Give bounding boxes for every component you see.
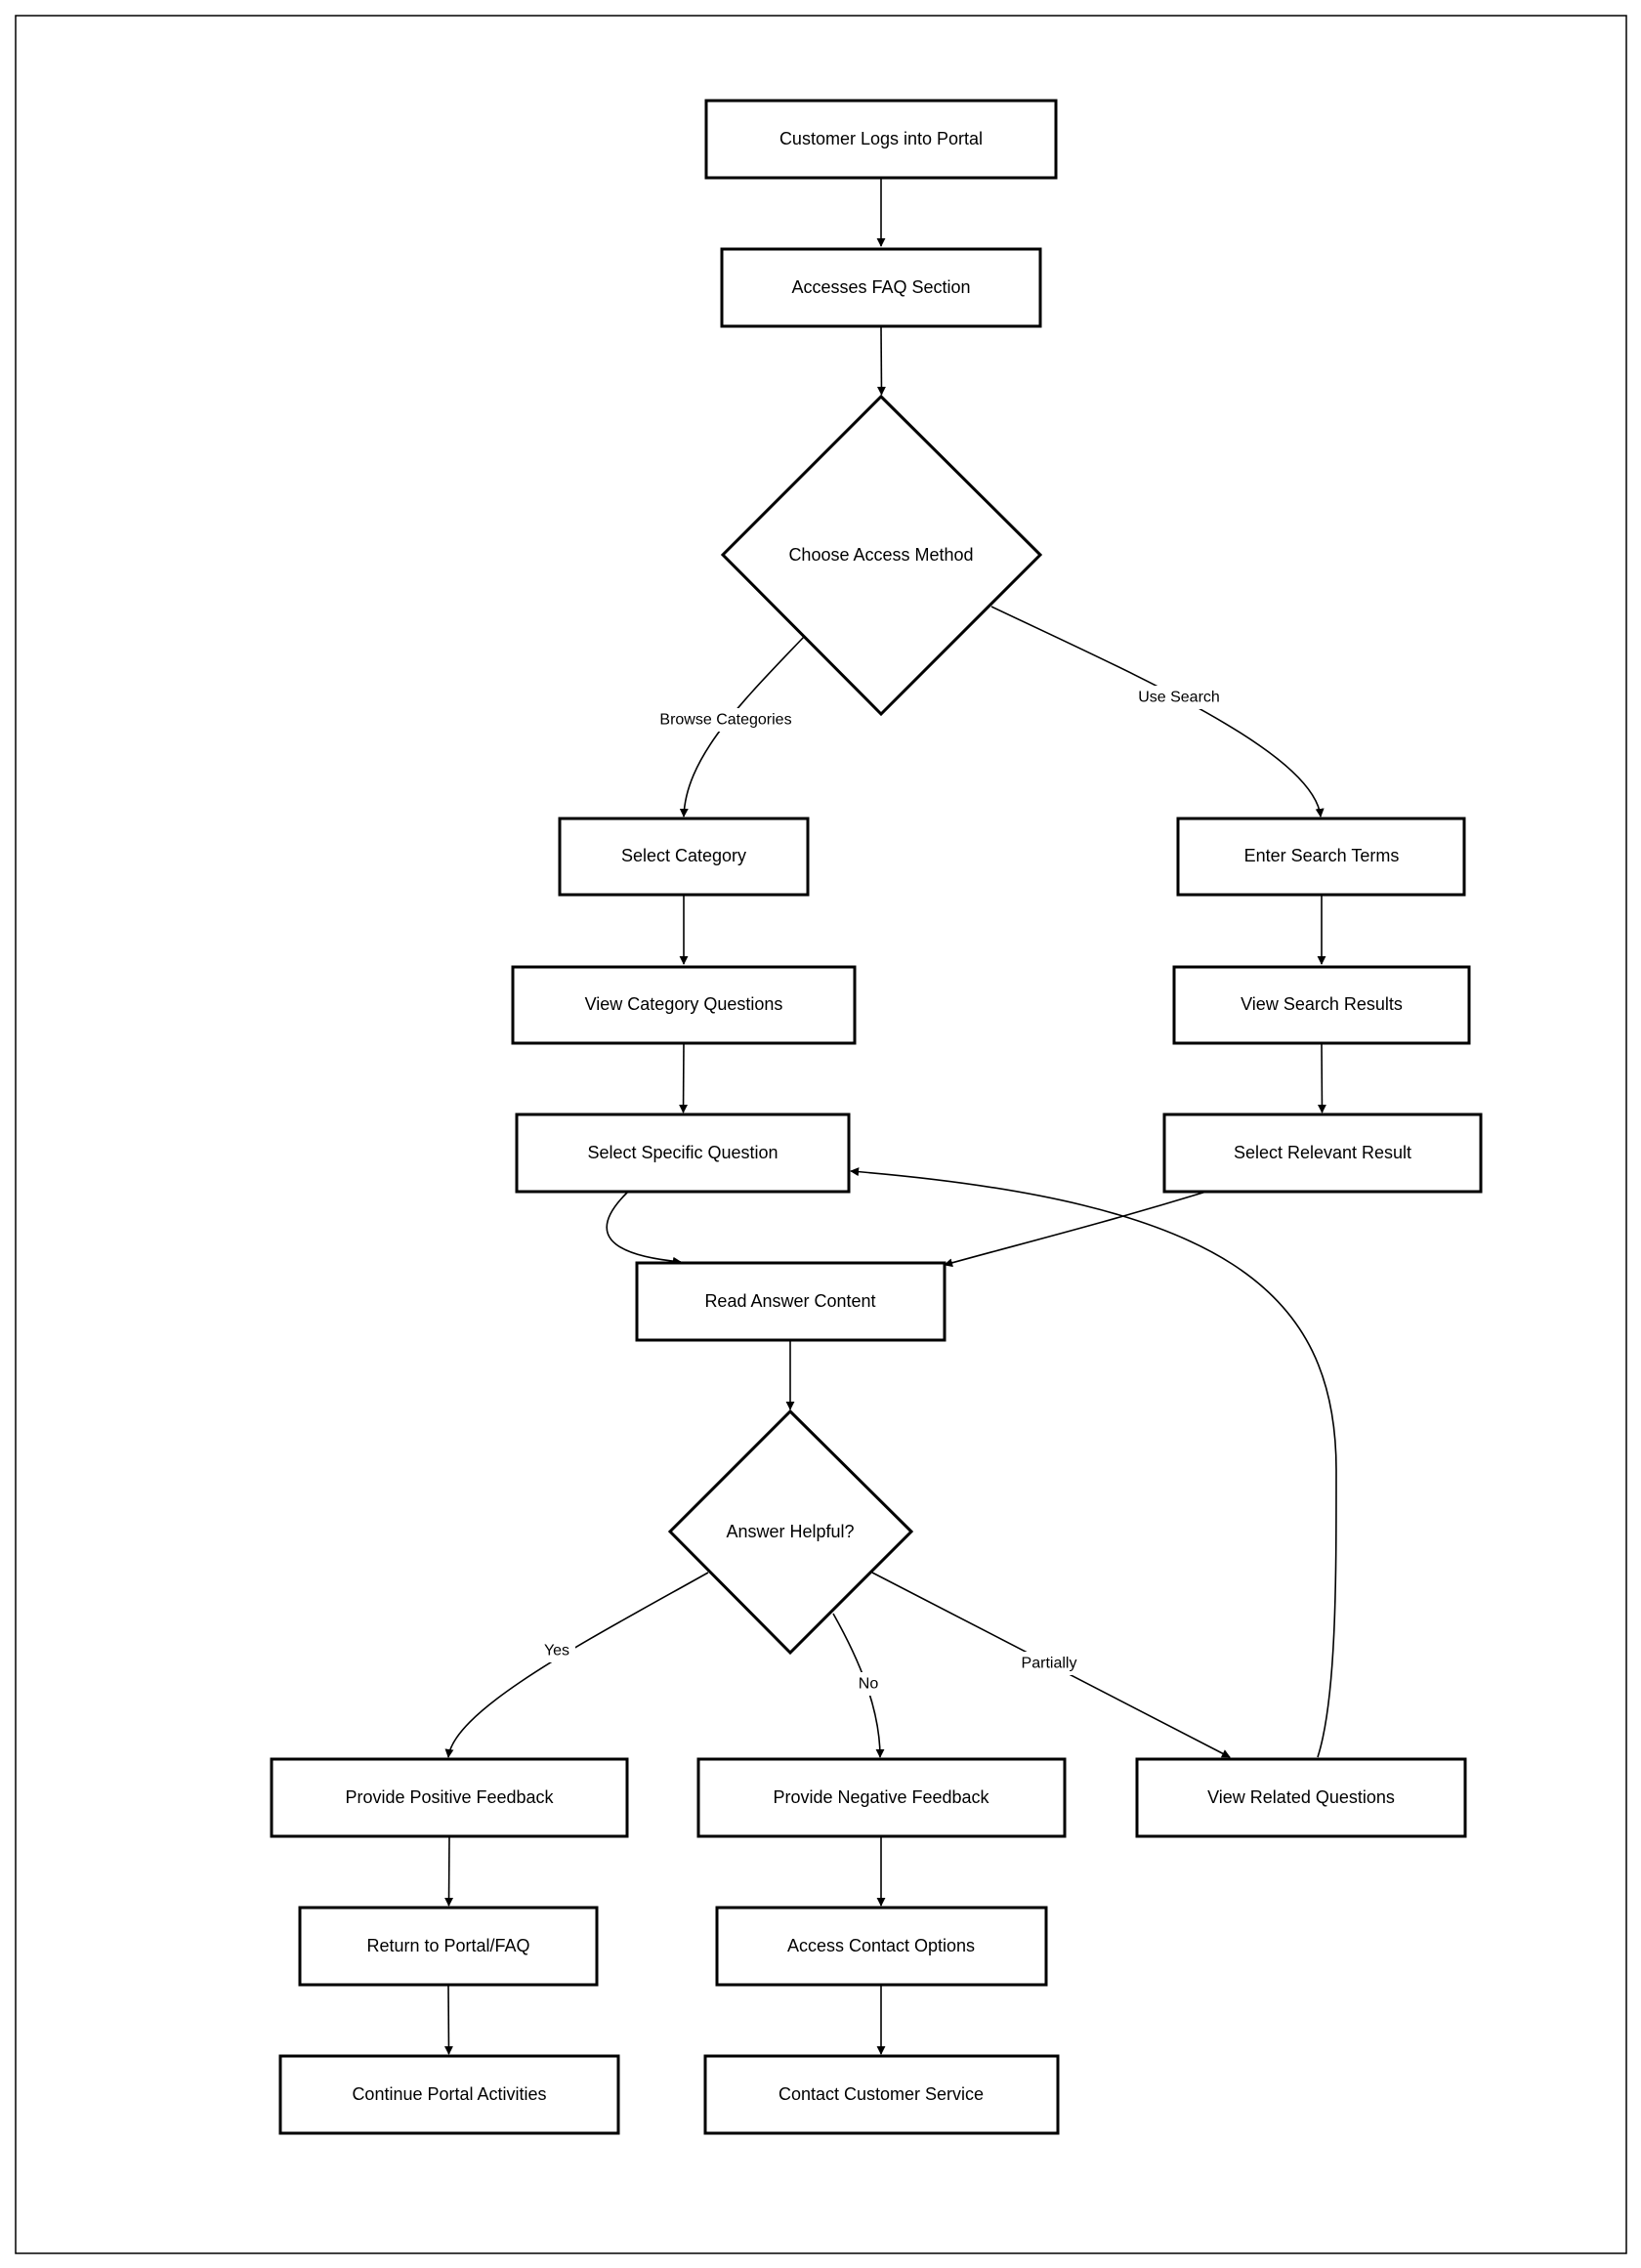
node-view-category-questions: View Category Questions: [511, 965, 857, 1045]
edge-related-to-select-question: [850, 1167, 1337, 1758]
node-view-search-results: View Search Results: [1172, 965, 1471, 1045]
edge-label-browse-text: Browse Categories: [659, 712, 791, 729]
edge-label-no-text: No: [859, 1676, 879, 1693]
node-label: Accesses FAQ Section: [791, 277, 970, 297]
edge-faq-to-method: [876, 325, 886, 396]
node-select-relevant-result: Select Relevant Result: [1162, 1113, 1483, 1194]
edge-positive-to-return: [444, 1835, 454, 1907]
edge-label-no: No: [853, 1672, 884, 1696]
node-read-answer-content: Read Answer Content: [635, 1261, 947, 1342]
edge-label-search-text: Use Search: [1138, 690, 1220, 706]
edge-view-results-to-select-result: [1317, 1042, 1326, 1113]
node-label: Answer Helpful?: [726, 1522, 854, 1541]
node-label: Provide Negative Feedback: [773, 1787, 989, 1807]
node-customer-logs-into-portal: Customer Logs into Portal: [704, 99, 1058, 180]
node-label: Provide Positive Feedback: [345, 1787, 554, 1807]
edge-return-to-continue: [443, 1984, 453, 2055]
node-label: Return to Portal/FAQ: [366, 1936, 529, 1955]
edge-label-search: Use Search: [1133, 686, 1225, 709]
node-provide-positive-feedback: Provide Positive Feedback: [270, 1757, 629, 1838]
node-enter-search-terms: Enter Search Terms: [1176, 817, 1466, 897]
edge-label-yes: Yes: [538, 1639, 575, 1662]
node-label: View Category Questions: [585, 994, 783, 1014]
edge-select-result-to-read-answer: [944, 1191, 1207, 1268]
edge-select-question-to-read-answer: [606, 1191, 682, 1266]
node-contact-customer-service: Contact Customer Service: [703, 2054, 1060, 2135]
node-label: Contact Customer Service: [778, 2084, 984, 2104]
edge-helpful-to-positive: [444, 1572, 709, 1758]
edge-label-browse: Browse Categories: [656, 708, 795, 732]
edge-labels: Browse Categories Use Search Yes No Part…: [538, 686, 1225, 1696]
node-label: Select Category: [621, 846, 746, 865]
decision-choose-access-method: Choose Access Method: [720, 394, 1043, 717]
node-label: Select Specific Question: [587, 1143, 778, 1162]
node-access-contact-options: Access Contact Options: [715, 1906, 1048, 1987]
node-provide-negative-feedback: Provide Negative Feedback: [696, 1757, 1067, 1838]
diagram-frame: [15, 15, 1627, 2254]
node-accesses-faq-section: Accesses FAQ Section: [720, 247, 1042, 328]
node-label: Read Answer Content: [704, 1291, 875, 1311]
edge-label-partially: Partially: [1016, 1652, 1082, 1675]
node-label: Enter Search Terms: [1244, 846, 1400, 865]
node-label: View Related Questions: [1207, 1787, 1395, 1807]
node-label: View Search Results: [1241, 994, 1403, 1014]
edge-view-category-to-select-question: [679, 1042, 689, 1113]
node-view-related-questions: View Related Questions: [1135, 1757, 1467, 1838]
node-label: Customer Logs into Portal: [779, 129, 983, 148]
node-return-to-portal-faq: Return to Portal/FAQ: [298, 1906, 599, 1987]
node-label: Select Relevant Result: [1234, 1143, 1411, 1162]
nodes: Customer Logs into Portal Accesses FAQ S…: [270, 99, 1483, 2135]
node-label: Continue Portal Activities: [352, 2084, 546, 2104]
node-label: Choose Access Method: [788, 545, 973, 565]
node-select-category: Select Category: [558, 817, 810, 897]
edge-label-yes-text: Yes: [544, 1643, 569, 1659]
decision-answer-helpful: Answer Helpful?: [667, 1408, 914, 1656]
edge-label-partially-text: Partially: [1022, 1656, 1077, 1672]
node-continue-portal-activities: Continue Portal Activities: [278, 2054, 620, 2135]
node-label: Access Contact Options: [787, 1936, 975, 1955]
edge-method-to-enter-search: [990, 606, 1325, 818]
node-select-specific-question: Select Specific Question: [515, 1113, 851, 1194]
